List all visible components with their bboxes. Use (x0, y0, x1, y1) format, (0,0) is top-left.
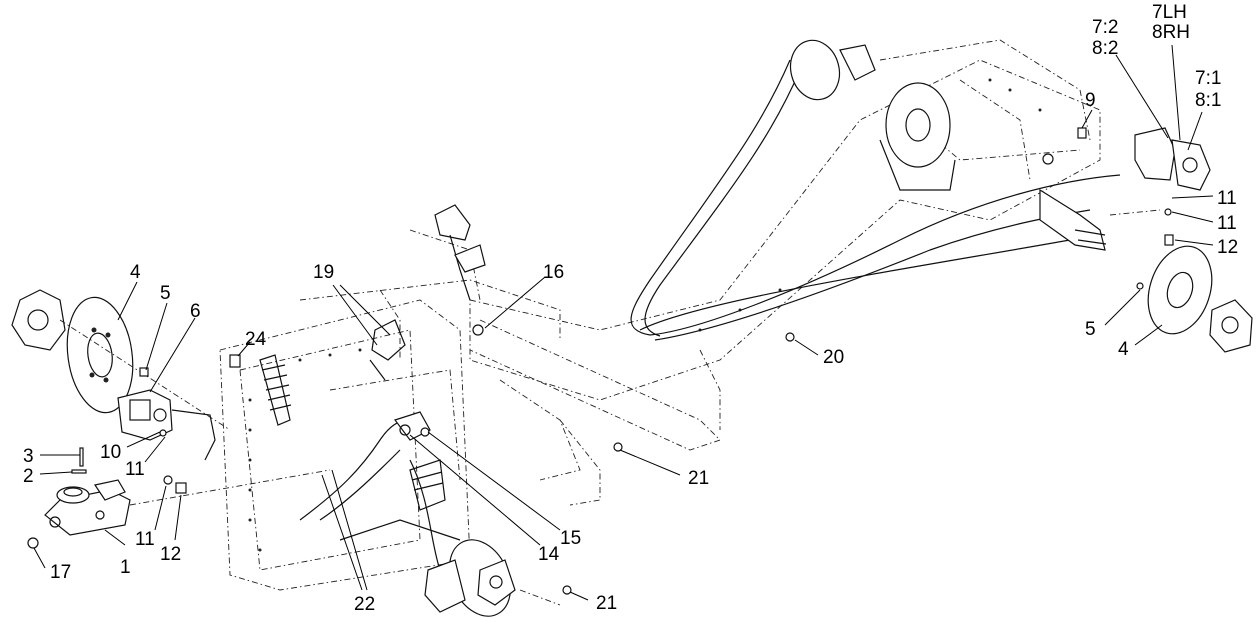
callout-21-mid: 21 (688, 468, 709, 489)
linkage-bracket (394, 324, 484, 441)
callout-5-right: 5 (1085, 319, 1096, 340)
shock-absorber (259, 354, 292, 426)
callout-4-right: 4 (1118, 339, 1129, 360)
callout-11-right-a: 11 (1217, 188, 1237, 209)
callout-14: 14 (538, 544, 560, 565)
callout-6: 6 (190, 301, 201, 322)
callout-16: 16 (543, 262, 564, 283)
callout-10: 10 (100, 442, 121, 463)
pedal-assembly (369, 204, 486, 381)
callout-7lh: 7LH (1152, 2, 1187, 23)
rear-brake-caliper (1077, 127, 1211, 246)
left-hardware (27, 354, 241, 549)
left-brake-caliper (117, 389, 216, 461)
callout-7-2: 7:2 (1092, 17, 1118, 38)
callout-11-lower: 11 (135, 529, 155, 550)
callout-labels: 1 2 3 4 5 6 10 11 11 12 17 24 19 16 22 1… (23, 2, 1238, 615)
callout-2: 2 (23, 466, 34, 487)
chassis-frame (219, 39, 1101, 591)
callout-20: 20 (823, 347, 844, 368)
callout-1: 1 (120, 557, 131, 578)
callout-12-lower: 12 (160, 544, 181, 565)
callout-7-1: 7:1 (1195, 68, 1221, 89)
callout-22: 22 (354, 594, 375, 615)
callout-24: 24 (245, 329, 267, 350)
front-right-hub (424, 442, 623, 617)
callout-12-right: 12 (1217, 237, 1238, 258)
callout-3: 3 (23, 446, 34, 467)
callout-8-1: 8:1 (1195, 90, 1221, 111)
rear-axle (789, 39, 1161, 251)
leader-lines (33, 44, 1214, 601)
callout-8rh: 8RH (1152, 22, 1190, 43)
callout-8-2: 8:2 (1092, 38, 1118, 59)
brake-lines (299, 59, 1121, 571)
callout-5-left: 5 (160, 283, 171, 304)
callout-11-right-b: 11 (1217, 213, 1237, 234)
lower-suspension (339, 459, 461, 541)
callout-17: 17 (50, 562, 71, 583)
master-cylinder (44, 469, 331, 536)
callout-19: 19 (313, 262, 334, 283)
left-hub-assembly (11, 289, 231, 431)
callout-15: 15 (560, 528, 581, 549)
right-hub-assembly (785, 245, 1253, 353)
callout-4-left: 4 (130, 262, 141, 283)
callout-21-bottom: 21 (596, 593, 617, 614)
callout-11-left: 11 (125, 459, 145, 480)
callout-9: 9 (1085, 90, 1096, 111)
